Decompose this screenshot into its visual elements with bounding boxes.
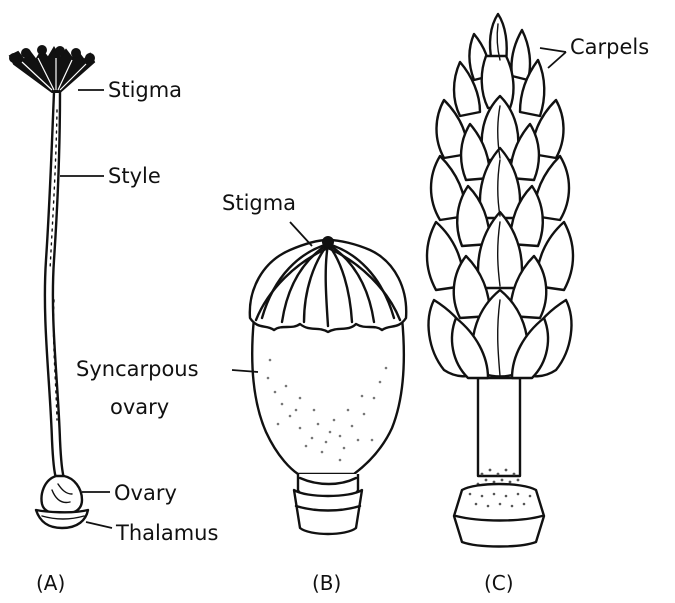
figure-c-thalamus [454, 484, 544, 547]
figure-a-simple-pistil: Stigma Style Ovary Thalamus [9, 45, 218, 545]
label-a-style: Style [108, 164, 161, 188]
figure-c-apocarpous-pistil: Carpels [427, 14, 649, 547]
figure-c-carpels [427, 14, 573, 378]
label-c-carpels: Carpels [570, 35, 649, 59]
figure-b-thalamus [294, 490, 362, 534]
caption-a: (A) [36, 571, 65, 595]
caption-b: (B) [312, 571, 341, 595]
figure-a-stigma [9, 45, 95, 92]
label-b-syncarpous-line2: ovary [110, 395, 169, 419]
label-b-stigma: Stigma [222, 191, 296, 215]
caption-c: (C) [484, 571, 514, 595]
figure-a-style [45, 92, 64, 478]
label-b-syncarpous-line1: Syncarpous [76, 357, 199, 381]
figure-a-ovary [42, 476, 82, 514]
label-a-stigma: Stigma [108, 78, 182, 102]
figure-c-stalk [478, 378, 520, 476]
label-a-ovary: Ovary [114, 481, 177, 505]
figure-b-ovary [252, 318, 404, 474]
label-a-thalamus: Thalamus [115, 521, 218, 545]
